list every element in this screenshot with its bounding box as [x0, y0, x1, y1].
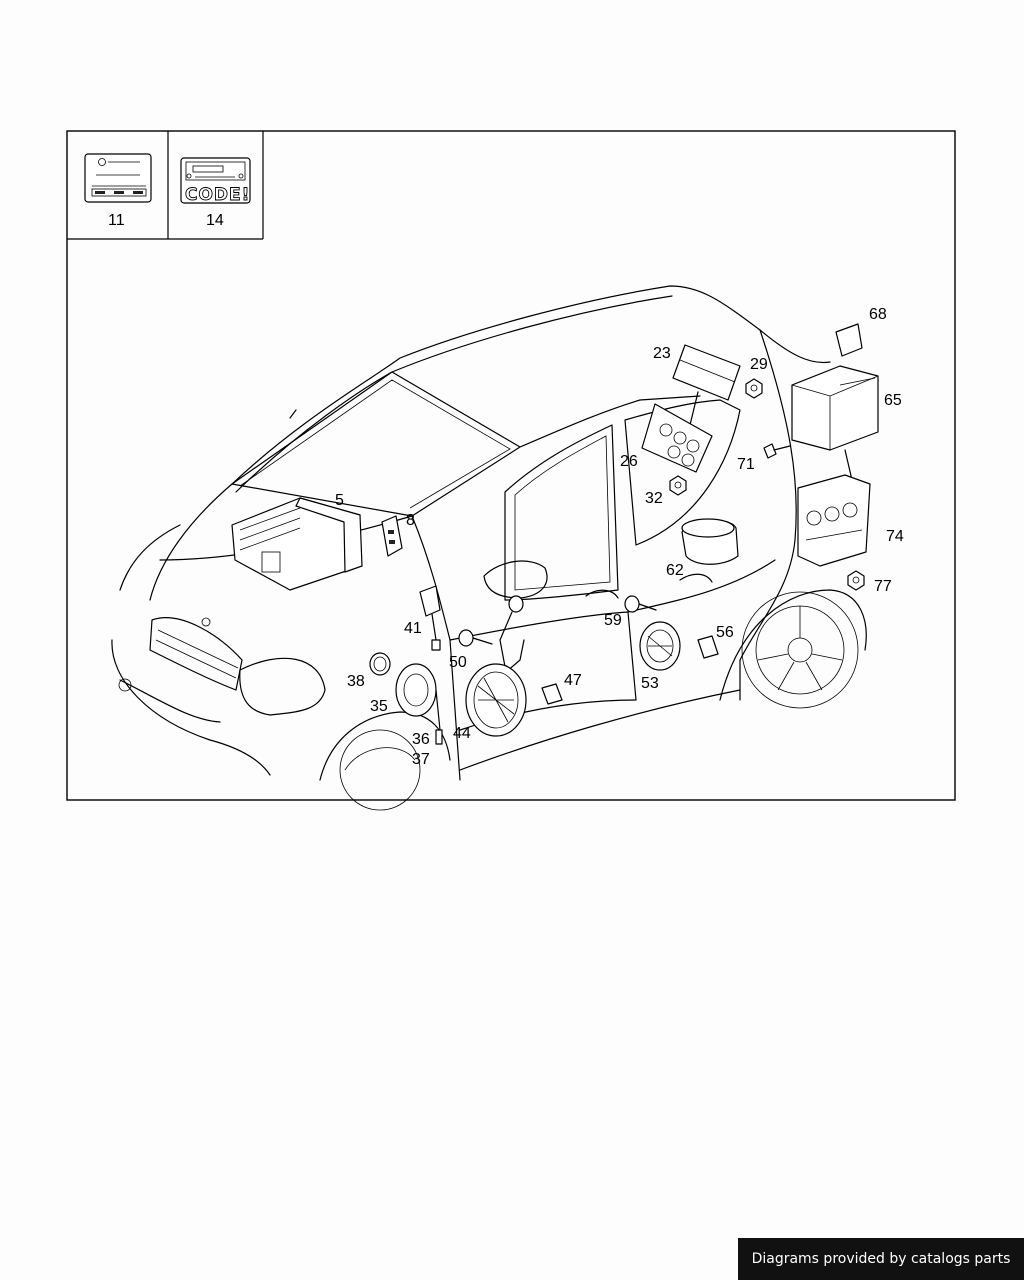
radio-code-card-part[interactable] [84, 153, 152, 203]
vehicle-outline [111, 285, 867, 811]
inset-boxes [67, 131, 264, 240]
connector-56-part[interactable] [697, 635, 719, 659]
cover-cap-part[interactable] [835, 323, 863, 357]
mounting-bracket-part[interactable] [641, 403, 713, 473]
callout-44: 44 [453, 725, 471, 742]
callout-56: 56 [716, 624, 734, 641]
callout-26: 26 [620, 453, 638, 470]
callout-23: 23 [653, 345, 671, 362]
callout-74: 74 [886, 528, 904, 545]
nut-77-part[interactable] [847, 570, 865, 591]
door-speaker-53-part[interactable] [639, 621, 681, 671]
code-sticker-part[interactable]: CODE! [180, 157, 251, 205]
callout-68: 68 [869, 306, 887, 323]
callout-59: 59 [604, 612, 622, 629]
callout-53: 53 [641, 675, 659, 692]
callout-47: 47 [564, 672, 582, 689]
cd-changer-part[interactable] [791, 365, 879, 481]
callout-77: 77 [874, 578, 892, 595]
callout-29: 29 [750, 356, 768, 373]
callout-38: 38 [347, 673, 365, 690]
callout-8: 8 [406, 512, 415, 529]
mounting-frame-part[interactable] [797, 474, 871, 567]
control-module-part[interactable] [672, 344, 741, 426]
nut-29-part[interactable] [745, 378, 763, 399]
speaker-35-part[interactable] [395, 663, 443, 745]
callout-71: 71 [737, 456, 755, 473]
door-speaker-44-part[interactable] [465, 663, 527, 737]
callout-50: 50 [449, 654, 467, 671]
footer-text: Diagrams provided by catalogs parts [751, 1251, 1011, 1267]
callout-65: 65 [884, 392, 902, 409]
callout-11: 11 [108, 212, 125, 229]
callout-5: 5 [335, 492, 344, 509]
cable-plug-41-part[interactable] [419, 585, 441, 651]
bolt-71-part[interactable] [763, 443, 791, 459]
callout-35: 35 [370, 698, 388, 715]
speaker-grille-38-part[interactable] [369, 652, 391, 676]
screw-59-part[interactable] [624, 595, 657, 613]
switch-module-part[interactable] [381, 515, 403, 557]
svg-text:CODE!: CODE! [185, 185, 250, 205]
footer-banner: Diagrams provided by catalogs parts [738, 1238, 1024, 1280]
radio-unit-part[interactable] [231, 497, 363, 591]
tweeter-speaker-part[interactable] [681, 518, 739, 565]
callout-14: 14 [206, 212, 224, 229]
nut-32-part[interactable] [669, 475, 687, 496]
screw-50-part[interactable] [458, 629, 493, 647]
callout-41: 41 [404, 620, 422, 637]
callout-36: 36 [412, 731, 430, 748]
callout-37: 37 [412, 751, 430, 768]
diagram-frame [66, 130, 956, 801]
callout-32: 32 [645, 490, 663, 507]
callout-62: 62 [666, 562, 684, 579]
